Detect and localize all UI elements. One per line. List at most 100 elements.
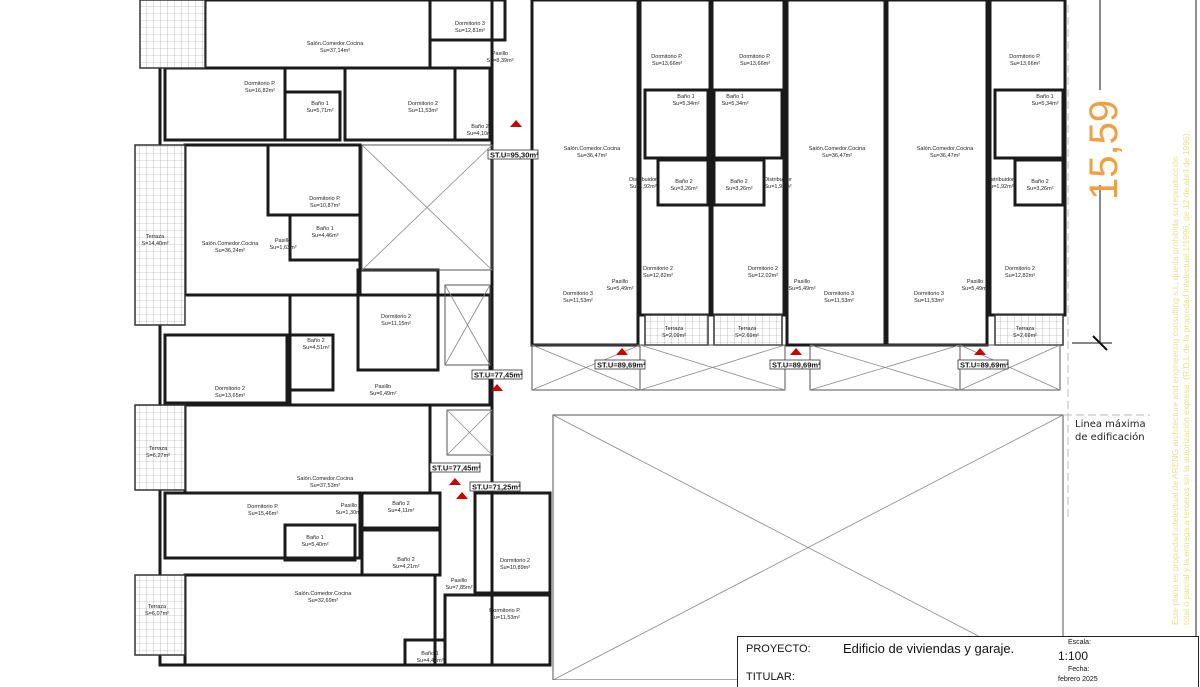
room-wall [453,66,492,142]
room-area: S=14,40m² [141,241,168,247]
room-name: Dormitorio 2 [1005,266,1035,272]
room-name: Terraza [148,604,167,610]
room-name: Baño 2 [307,338,324,344]
room-name: Pasillo [794,279,810,285]
room-name: Baño 2 [471,124,488,130]
room-wall [203,0,432,70]
room-area: Su=5,49m² [606,286,633,292]
room-name: Baño 1 [316,226,333,232]
room-name: Dormitorio 3 [914,291,944,297]
room-area: Su=4,51m² [302,345,329,351]
entrance-arrow-icon [790,348,802,355]
room-name: Baño 1 [1036,94,1053,100]
room-wall [356,268,440,372]
room-name: Baño 2 [675,179,692,185]
room-area: Su=3,26m² [725,186,752,192]
terrace-tiles [994,314,1064,346]
project-name: Edificio de viviendas y garaje. [843,641,1015,656]
room-area: Su=5,34m² [1031,101,1058,107]
unit-area-labels: ST.U=95,30m²ST.U=77,45m²ST.U=77,45m²ST.U… [429,120,1009,499]
terrace-tiles [134,404,186,491]
open-void [552,414,1064,680]
room-name: Baño 2 [730,179,747,185]
room-name: Salón.Comedor.Cocina [809,146,867,152]
room-area: Su=12,82m² [1005,273,1035,279]
room-wall [656,158,710,207]
watermark-line-2: total o parcial y la entrega a terceros … [1181,131,1191,625]
room-name: Baño 1 [306,535,323,541]
room-area: Su=4,48m² [416,658,443,664]
room-wall [288,213,362,262]
room-area: Su=36,47m² [930,153,960,159]
room-area: Su=12,02m² [748,273,778,279]
entrance-arrow-icon [456,492,468,499]
room-name: Salón.Comedor.Cocina [307,41,365,47]
open-void [361,144,493,271]
room-area: S=2,69m² [1013,333,1037,339]
room-area: Su=4,11m² [388,508,415,514]
terrace-tiles [134,574,186,656]
room-name: Dormitorio 3 [563,291,593,297]
room-name: Baño 1 [677,94,694,100]
room-name: Dormitorio 2 [748,266,778,272]
room-area: S=2,69m² [735,333,759,339]
room-area: Su=32,69m² [308,598,338,604]
room-wall [360,491,442,530]
unit-area-box [957,359,1009,370]
terrace-tiles [713,314,783,346]
room-area: Su=4,46m² [311,233,338,239]
room-area: Su=1,92m² [986,184,1013,190]
room-name: Salón.Comedor.Cocina [202,241,260,247]
room-name: Dormitorio 2 [500,558,530,564]
room-area: Su=1,92m² [764,184,791,190]
title-block: PROYECTO: Edificio de viviendas y garaje… [737,636,1199,687]
room-name: Salón.Comedor.Cocina [564,146,622,152]
room-wall [283,90,342,142]
room-name: Distribuidor [629,177,657,183]
unit-area-box [469,481,521,492]
scale-label: Escala: [1068,639,1091,646]
unit-area-label: ST.U=89,69m² [960,361,1009,370]
room-name: Dormitorio P. [247,504,279,510]
unit-area-box [487,149,539,160]
room-area: Su=36,47m² [822,153,852,159]
room-name: Pasillo [375,384,391,390]
room-name: Dormitorio 3 [455,21,485,27]
unit-area-label: ST.U=77,45m² [474,371,523,380]
room-name: Salón.Comedor.Cocina [917,146,975,152]
entrance-arrow-icon [491,384,503,391]
room-area: Su=4,21m² [392,564,419,570]
room-area: Su=10,89m² [500,565,530,571]
room-area: Su=11,15m² [381,321,411,327]
room-name: Baño 1 [726,94,743,100]
dimension-15-59: 15,59 [1072,0,1126,351]
room-name: Salón.Comedor.Cocina [295,591,353,597]
room-wall [993,88,1065,160]
room-area: Su=12,81m² [455,28,485,34]
room-area: Su=16,82m² [245,88,275,94]
room-area: Su=5,49m² [788,286,815,292]
room-wall [473,491,552,595]
entrance-arrow-icon [974,348,986,355]
room-area: S=6,07m² [145,611,169,617]
room-area: Su=5,34m² [672,101,699,107]
room-name: Pasillo [451,578,467,584]
unit-area-box [471,369,523,380]
max-line-label-2: de edificación [1075,431,1145,443]
room-name: Terraza [738,326,757,332]
scale-value: 1:100 [1058,649,1089,663]
room-area: Su=11,53m² [914,298,944,304]
dimension-label: 15,59 [1082,100,1126,200]
room-name: Dormitorio P. [244,81,276,87]
room-name: Pasillo [492,51,508,57]
room-area: Su=37,53m² [310,483,340,489]
room-area: Su=13,66m² [652,61,682,67]
room-name: Terraza [1016,326,1035,332]
room-wall [643,88,710,160]
unit-area-box [429,462,481,473]
unit-area-label: ST.U=89,69m² [772,361,821,370]
room-area: Su=15,46m² [248,511,278,517]
room-name: Pasillo [612,279,628,285]
room-wall [428,0,507,42]
room-area: Su=1,92m² [629,184,656,190]
